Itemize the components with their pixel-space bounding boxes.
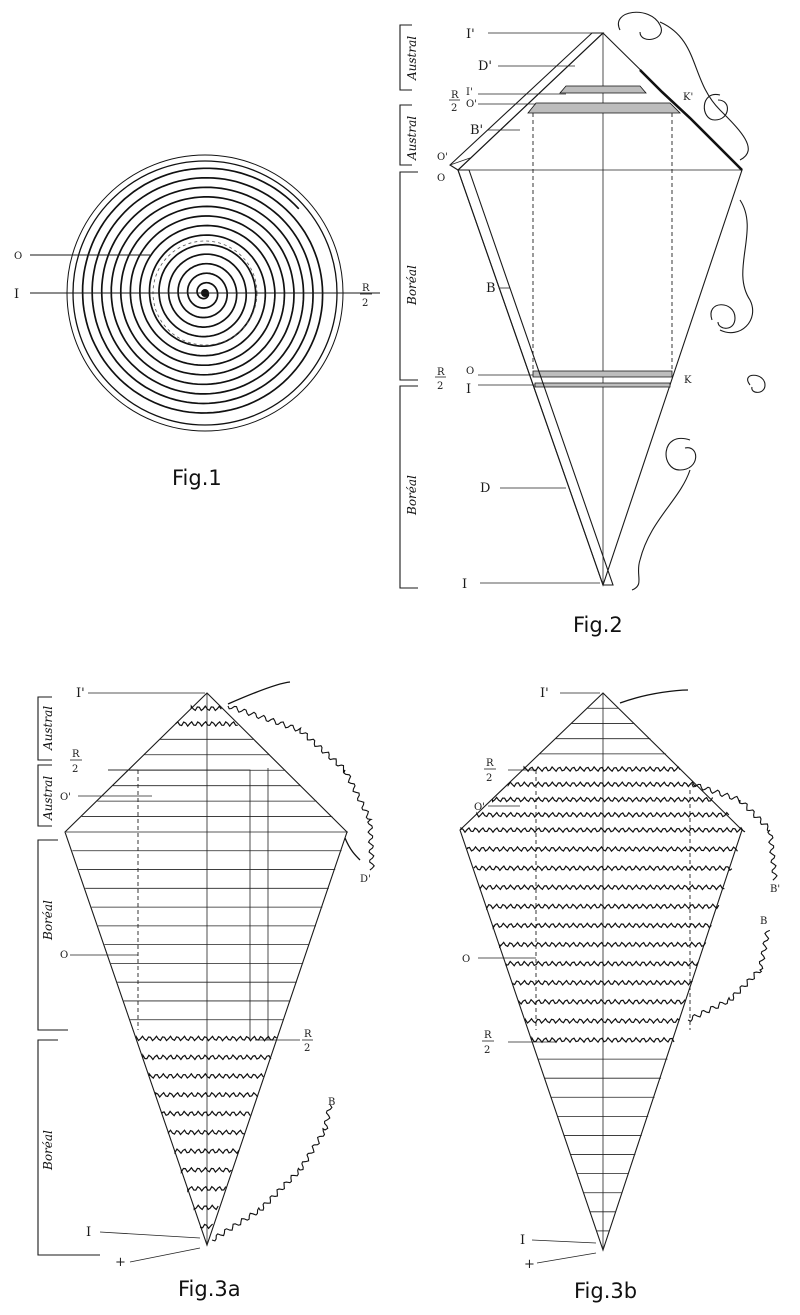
fig1-caption: Fig.1 xyxy=(172,466,222,490)
fig3b-wavy-rung xyxy=(524,767,680,771)
fig2-label-i: I xyxy=(462,577,467,592)
fig3a-label-o-prime: O' xyxy=(60,792,71,803)
fig2-bracket-label-1: Austral xyxy=(405,36,419,81)
fig3a-wavy-rung xyxy=(169,1130,245,1134)
fig1-label-o: O xyxy=(14,251,22,262)
fig2-label-b-prime: B' xyxy=(470,123,483,138)
fig3b-leader-plus xyxy=(537,1253,596,1263)
fig3b-tail-top xyxy=(620,690,688,703)
fig2-scroll-3 xyxy=(711,305,735,329)
fig2-scroll-4 xyxy=(748,375,765,392)
fig3b-wavy-rung xyxy=(506,961,698,965)
fig1-label-r2-num: R xyxy=(362,283,370,294)
fig3b-leader-i xyxy=(532,1240,596,1243)
fig3a-wavy-rung xyxy=(191,706,221,710)
fig2-label-k: K xyxy=(684,375,692,386)
fig2-strip-o xyxy=(533,371,672,377)
fig3b-diagram xyxy=(460,690,777,1263)
fig3b-label-o: O xyxy=(462,954,470,965)
fig1-label-r2-den: 2 xyxy=(362,298,368,309)
fig3b-label-r2b-num: R xyxy=(484,1030,492,1041)
fig3a-tail-top xyxy=(228,682,290,704)
fig2-strip-o-prime xyxy=(528,103,680,113)
fig3b-label-r2b-den: 2 xyxy=(484,1045,490,1056)
fig3b-label-r2-den: 2 xyxy=(486,773,492,784)
fig2-scroll-2 xyxy=(704,94,727,120)
fig3b-label-o-prime: O' xyxy=(474,802,485,813)
fig2-label-r2b-den: 2 xyxy=(437,381,443,392)
fig2-label-r2b-num: R xyxy=(437,367,445,378)
fig3b-label-b-prime: B' xyxy=(770,884,780,895)
fig2-label-r2-num: R xyxy=(451,90,459,101)
fig3a-label-i-prime: I' xyxy=(76,686,85,701)
fig3a-wavy-rung xyxy=(149,1074,263,1078)
fig3b-caption: Fig.3b xyxy=(574,1279,637,1303)
fig3a-label-i: I xyxy=(86,1225,91,1240)
fig3a-bracket-label-3: Boréal xyxy=(41,900,55,941)
fig3a-label-plus: + xyxy=(115,1255,126,1270)
fig2-strip-i-prime xyxy=(560,86,646,93)
fig2-edge-shade-right xyxy=(640,70,742,170)
fig2-label-r2-den: 2 xyxy=(451,103,457,114)
fig2-label-b: B xyxy=(486,281,496,296)
fig3a-label-o: O xyxy=(60,950,68,961)
fig3a-wavy-rung xyxy=(194,1205,218,1209)
fig3b-label-plus: + xyxy=(524,1257,535,1272)
fig2-label-o-prime: O' xyxy=(466,99,477,110)
fig2-label-d: D xyxy=(480,481,490,496)
fig2-bracket-label-2: Austral xyxy=(405,116,419,161)
fig2-caption: Fig.2 xyxy=(573,613,623,637)
fig2-ribbon-3 xyxy=(632,438,696,590)
fig3b-wavy-rung xyxy=(508,782,696,786)
fig3a-inner-frame xyxy=(108,770,250,1040)
fig2-label-d-prime: D' xyxy=(478,59,492,74)
fig3a-label-r2-den: 2 xyxy=(72,764,78,775)
fig3a-wavy-rung xyxy=(162,1111,250,1115)
fig2-outline xyxy=(458,33,742,585)
fig3b-wavy-rung xyxy=(480,885,724,889)
fig3a-label-r2b-num: R xyxy=(304,1029,312,1040)
fig3b-wavy-rung xyxy=(519,1000,685,1004)
fig3b-label-i-prime: I' xyxy=(540,686,549,701)
fig2-strip-i xyxy=(535,383,670,387)
fig2-ribbon-1 xyxy=(660,22,748,160)
fig2-label-o2: O xyxy=(466,366,474,377)
fig3a-label-r2b-den: 2 xyxy=(304,1043,310,1054)
fig2-band-lower xyxy=(458,170,613,585)
fig3a-wavy-rung xyxy=(181,1168,231,1172)
fig2-bracket-label-3: Boréal xyxy=(405,265,419,306)
fig3b-wavy-rung xyxy=(526,1019,680,1023)
fig3b-label-b: B xyxy=(760,916,767,927)
fig3b-outline xyxy=(460,693,742,1250)
fig3b-wavy-rung xyxy=(493,923,711,927)
fig3a-d-tail xyxy=(345,838,360,860)
fig3a-label-d-prime: D' xyxy=(360,874,371,885)
fig3a-label-b: B xyxy=(328,1097,335,1108)
fig2-label-i2: I xyxy=(466,382,471,397)
fig1-label-i: I xyxy=(14,287,19,302)
fig2-label-i-prime: I' xyxy=(466,27,475,42)
fig3b-label-i: I xyxy=(520,1233,525,1248)
fig3a-helix-b xyxy=(212,1105,332,1241)
fig3a-caption: Fig.3a xyxy=(178,1277,241,1301)
fig3a-leader-plus xyxy=(130,1248,200,1262)
fig2-label-i-prime2: I' xyxy=(466,87,473,98)
fig2-bracket-label-4: Boréal xyxy=(405,475,419,516)
fig2-label-o: O xyxy=(437,173,445,184)
fig3a-leader-i xyxy=(100,1232,200,1238)
fig3a-diagram xyxy=(38,682,374,1262)
fig3b-label-r2-num: R xyxy=(486,758,494,769)
fig2-scroll-1 xyxy=(618,12,661,39)
fig2-label-k-prime: K' xyxy=(683,92,693,103)
fig3a-label-r2-num: R xyxy=(72,749,80,760)
fig3a-bracket-label-4: Boréal xyxy=(41,1130,55,1171)
fig3a-bracket-label-1: Austral xyxy=(41,706,55,751)
fig2-label-o-prime2: O' xyxy=(437,152,448,163)
fig3b-wavy-rung xyxy=(468,847,738,851)
fig3a-bracket-label-2: Austral xyxy=(41,776,55,821)
